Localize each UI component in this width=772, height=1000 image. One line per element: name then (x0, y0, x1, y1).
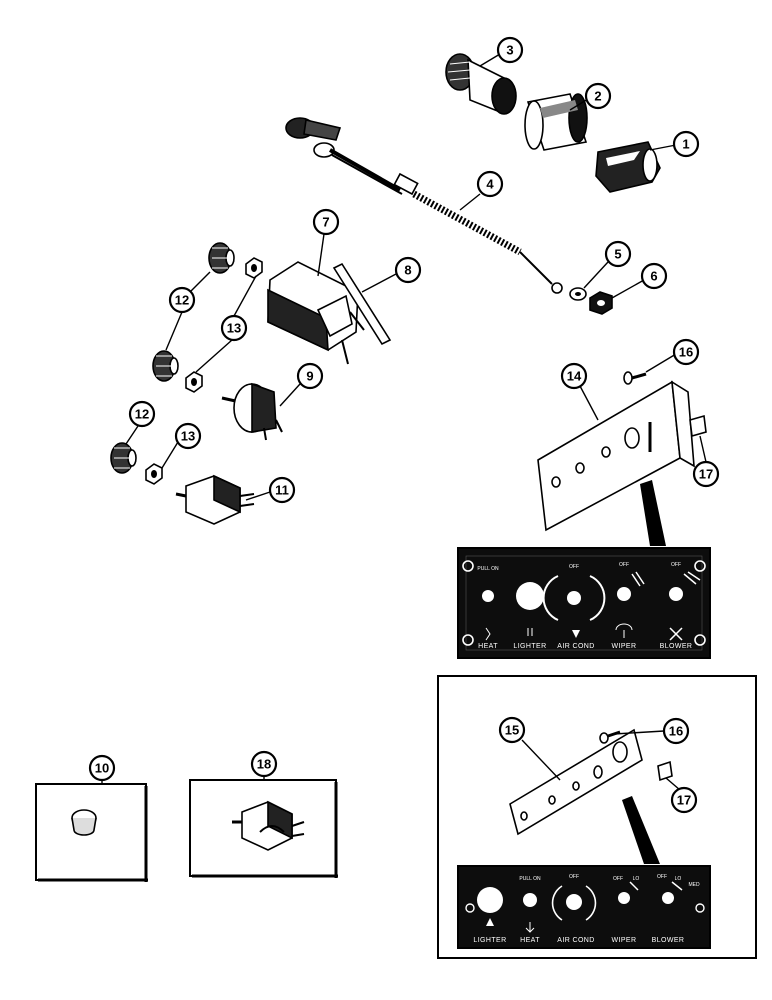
callout-18: 18 (250, 750, 278, 778)
svg-text:17: 17 (699, 467, 713, 482)
callout-12a: 12 (168, 286, 196, 314)
part-13-nut-middle (185, 275, 257, 393)
svg-text:1: 1 (682, 137, 689, 152)
callout-10: 10 (88, 754, 116, 782)
panel-a-off-1: OFF (569, 564, 579, 570)
panel-a-label-air-cond: AIR COND (557, 643, 594, 650)
panel-a-off-3: OFF (671, 562, 681, 568)
panel-a-label-lighter: LIGHTER (513, 643, 546, 650)
callout-3: 3 (496, 36, 524, 64)
panel-a-label-blower: BLOWER (660, 643, 693, 650)
callout-8: 8 (394, 256, 422, 284)
panel-b-lo-1: LO (633, 876, 640, 882)
callout-7: 7 (312, 208, 340, 236)
part-3-lighter-element (445, 53, 517, 115)
part-4-control-cable (285, 117, 563, 294)
callout-17a: 17 (692, 460, 720, 488)
panel-b-lo-2: LO (675, 876, 682, 882)
part-12-knob-lower (152, 311, 183, 382)
part-8-rod (332, 262, 397, 346)
panel-b-label-wiper: WIPER (612, 937, 637, 944)
part-16-screw-lower (599, 730, 665, 744)
detail-frame-alt-panel (437, 675, 757, 959)
part-6-nut (589, 279, 645, 315)
svg-text:2: 2 (594, 89, 601, 104)
svg-text:5: 5 (614, 247, 621, 262)
svg-text:18: 18 (257, 757, 271, 772)
panel-b-pull-on: PULL ON (519, 876, 541, 882)
control-panel-b: PULL ON OFF OFF LO OFF LO MED LIGHTER HE… (457, 865, 711, 949)
detail-box-part-10 (35, 780, 148, 882)
callout-6: 6 (640, 262, 668, 290)
part-2-sleeve (524, 93, 589, 151)
panel-b-off-3: OFF (657, 874, 667, 880)
detail-pointer-a (640, 480, 666, 546)
part-12-knob-third (110, 425, 139, 474)
svg-text:12: 12 (135, 407, 149, 422)
part-13-nut-lower (145, 441, 179, 485)
panel-a-label-wiper: WIPER (612, 643, 637, 650)
callout-16a: 16 (672, 338, 700, 366)
callout-11: 11 (268, 476, 296, 504)
panel-b-label-air-cond: AIR COND (557, 937, 594, 944)
panel-b-off-2: OFF (613, 876, 623, 882)
callout-14: 14 (560, 362, 588, 390)
panel-a-pull-on: PULL ON (477, 566, 499, 572)
panel-b-label-lighter: LIGHTER (473, 937, 506, 944)
part-7-control-box (267, 233, 365, 365)
part-1-socket-shell (595, 141, 677, 193)
callout-5: 5 (604, 240, 632, 268)
svg-text:12: 12 (175, 293, 189, 308)
callout-17b: 17 (670, 786, 698, 814)
svg-text:15: 15 (505, 723, 519, 738)
svg-text:16: 16 (669, 724, 683, 739)
callout-9: 9 (296, 362, 324, 390)
svg-text:10: 10 (95, 761, 109, 776)
part-13-nut-upper (245, 257, 263, 279)
svg-text:7: 7 (322, 215, 329, 230)
panel-b-med: MED (688, 882, 700, 888)
detail-pointer-b (622, 796, 660, 864)
callout-2: 2 (584, 82, 612, 110)
control-panel-a: PULL ON OFF OFF OFF HEAT LIGHTER AIR CON… (457, 547, 711, 659)
part-12-knob-upper (185, 242, 235, 297)
svg-text:13: 13 (181, 429, 195, 444)
svg-text:13: 13 (227, 321, 241, 336)
callout-16b: 16 (662, 717, 690, 745)
svg-text:14: 14 (567, 369, 582, 384)
part-16-screw-upper (623, 353, 677, 385)
svg-text:9: 9 (306, 369, 313, 384)
part-5-washer (569, 261, 609, 301)
detail-box-part-18 (189, 776, 338, 878)
part-15-mounting-plate (509, 728, 643, 836)
callout-13a: 13 (220, 314, 248, 342)
panel-a-label-heat: HEAT (478, 643, 498, 650)
part-17-clip-upper (689, 414, 707, 463)
part-11-toggle-switch (175, 474, 271, 525)
svg-text:8: 8 (404, 263, 411, 278)
panel-b-off-1: OFF (569, 874, 579, 880)
part-17-clip-lower (657, 760, 681, 791)
svg-text:17: 17 (677, 793, 691, 808)
svg-text:4: 4 (486, 177, 494, 192)
panel-b-label-heat: HEAT (520, 937, 540, 944)
callout-15: 15 (498, 716, 526, 744)
part-14-mounting-plate (537, 380, 695, 532)
callout-4: 4 (476, 170, 504, 198)
svg-text:11: 11 (275, 483, 289, 498)
callout-13b: 13 (174, 422, 202, 450)
svg-text:6: 6 (650, 269, 657, 284)
callout-12b: 12 (128, 400, 156, 428)
svg-text:3: 3 (506, 43, 513, 58)
panel-b-label-blower: BLOWER (652, 937, 685, 944)
svg-text:16: 16 (679, 345, 693, 360)
callout-1: 1 (672, 130, 700, 158)
part-9-rotary-switch (221, 382, 301, 441)
panel-a-off-2: OFF (619, 562, 629, 568)
